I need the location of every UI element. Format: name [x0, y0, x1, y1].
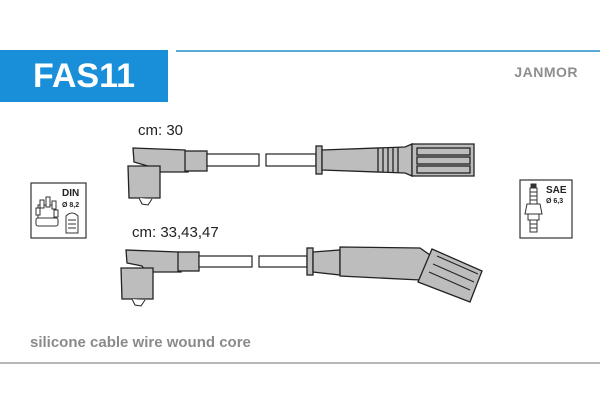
sae-diameter: Ø 6,3 [546, 198, 563, 205]
brand-name: JANMOR [514, 64, 578, 80]
wire-segment [206, 153, 317, 167]
wire-segment [198, 255, 308, 268]
cable-2-length: cm: 33,43,47 [132, 224, 219, 241]
sae-label: SAE [546, 185, 567, 196]
terminal-icon [65, 212, 79, 234]
din-badge: DIN Ø 8,2 [30, 182, 87, 239]
cable-1 [127, 143, 475, 206]
distributor-boot-angled [120, 249, 200, 300]
din-diameter: Ø 8,2 [62, 202, 79, 209]
terminal-clip [138, 197, 153, 206]
cable-description: silicone cable wire wound core [30, 334, 251, 351]
distributor-cap-icon [35, 196, 59, 227]
cable-2 [120, 246, 483, 307]
cable-1-length: cm: 30 [138, 122, 184, 139]
plug-boot-angled [306, 246, 483, 303]
din-label: DIN [62, 188, 79, 199]
part-number-banner [0, 50, 168, 102]
distributor-boot-angled [127, 147, 208, 199]
terminal-clip [131, 298, 146, 307]
plug-boot-straight [315, 143, 475, 177]
footer-divider [0, 362, 600, 364]
spark-plug-icon [524, 183, 543, 233]
part-number: FAS11 [32, 57, 136, 95]
sae-badge: SAE Ø 6,3 [519, 179, 573, 239]
header-divider [176, 50, 600, 52]
